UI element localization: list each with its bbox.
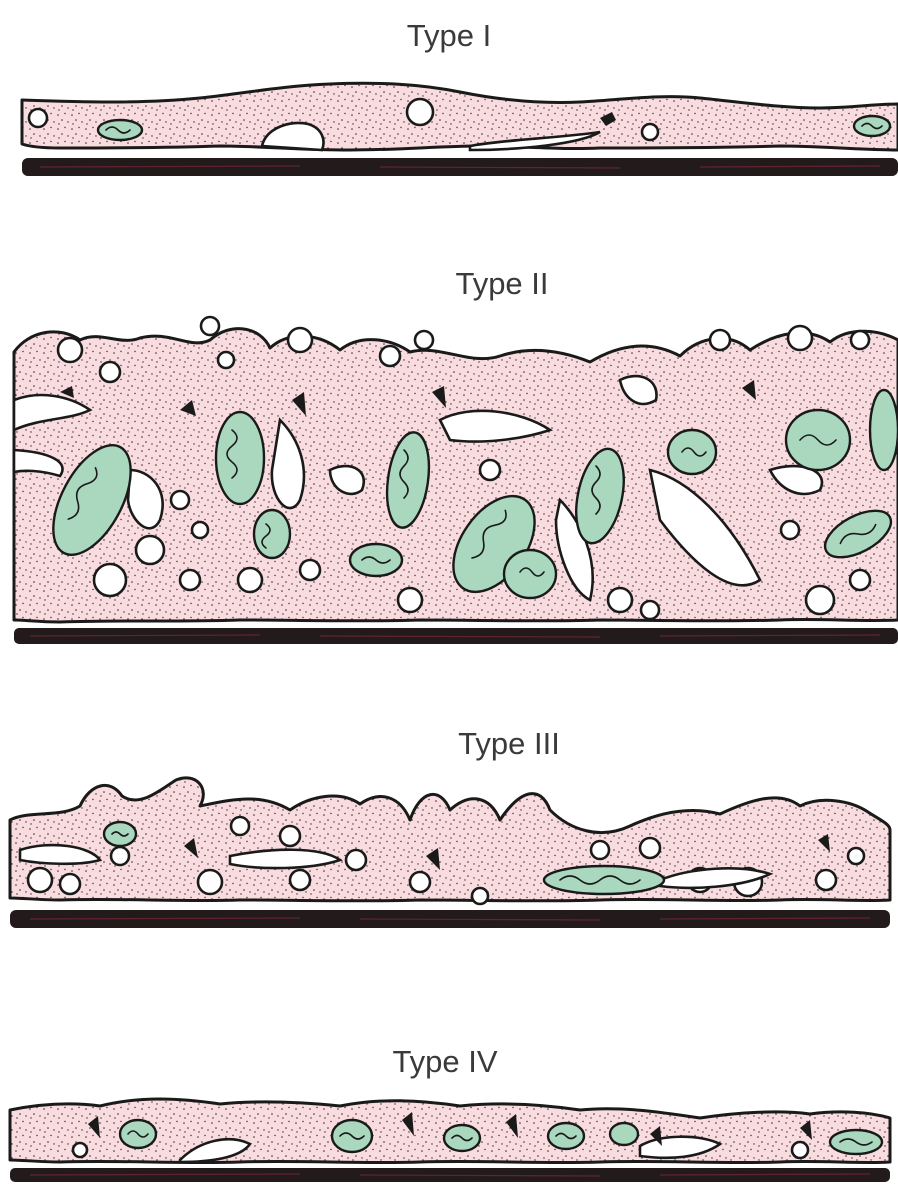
type-2-nucleus: [668, 430, 716, 474]
panel-title-type-2: Type II: [455, 266, 548, 301]
type-2-nucleus: [504, 550, 556, 598]
type-1-cell-layer: [22, 83, 898, 150]
panel-type-3: Type III: [10, 726, 890, 928]
panel-title-type-4: Type IV: [392, 1044, 497, 1079]
panel-type-4: Type IV: [10, 1044, 890, 1182]
type-2-nucleus: [870, 390, 898, 470]
type-1-endothelial-cell: [22, 83, 898, 150]
panel-title-type-1: Type I: [407, 18, 491, 53]
type-3-cell-layer: [10, 778, 890, 904]
type-1-nucleus: [98, 120, 142, 140]
type-1-pore: [642, 124, 658, 140]
type-2-nucleus: [254, 510, 290, 558]
panel-type-1: Type I: [22, 18, 898, 176]
type-3-nucleus: [544, 866, 664, 894]
type-1-pore: [407, 99, 433, 125]
type-4-nucleus: [610, 1123, 638, 1145]
type-2-nucleus: [216, 412, 264, 504]
type-2-cell-layer: [14, 317, 898, 622]
type-4-cell-layer: [10, 1099, 890, 1163]
panel-title-type-3: Type III: [458, 726, 560, 761]
panel-type-2: Type II: [14, 266, 898, 644]
type-1-pore: [29, 109, 47, 127]
